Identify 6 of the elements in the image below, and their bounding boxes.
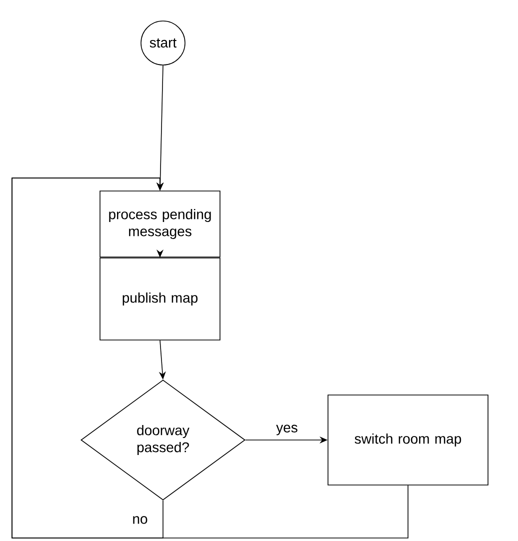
arrow bbox=[12, 178, 408, 538]
edge-label: yes bbox=[275, 424, 299, 436]
process-box: switch room map bbox=[328, 394, 488, 486]
process-box: process pending messages bbox=[100, 190, 220, 258]
edge-label: no bbox=[131, 515, 149, 525]
process-box: publish map bbox=[100, 258, 220, 340]
